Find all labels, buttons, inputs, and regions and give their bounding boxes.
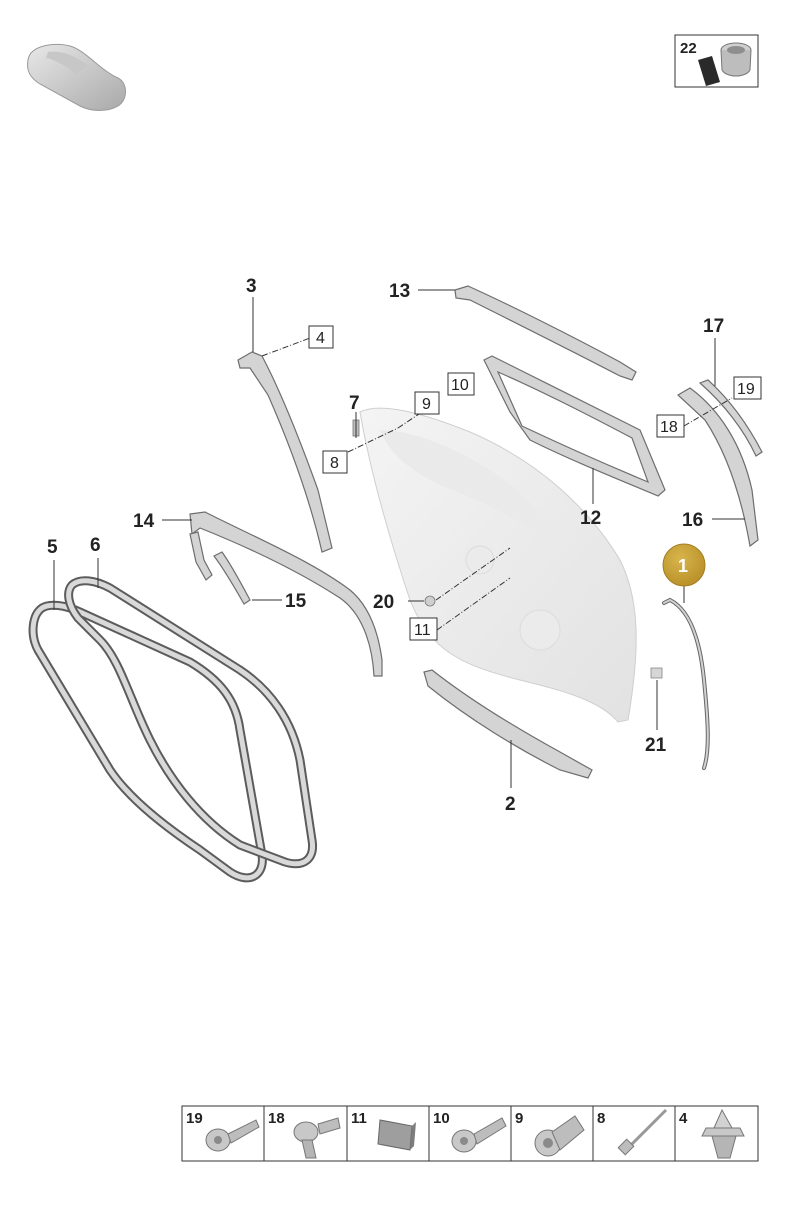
highlight-badge-label: 1 [678, 556, 688, 576]
svg-text:18: 18 [660, 419, 678, 436]
pad-icon [377, 1119, 416, 1151]
callout-7[interactable]: 7 [349, 393, 360, 414]
callout-6[interactable]: 6 [90, 535, 101, 556]
svg-text:9: 9 [422, 396, 431, 413]
legend-cell-4[interactable]: 4 [679, 1108, 745, 1159]
boxed-ref-18[interactable]: 18 [656, 414, 685, 438]
svg-text:18: 18 [268, 1110, 285, 1127]
cap-part-21[interactable] [650, 667, 663, 679]
callout-20[interactable]: 20 [373, 592, 394, 613]
pillar-trim-part-3[interactable] [237, 351, 333, 553]
grommet-icon [698, 42, 752, 86]
boxed-ref-10[interactable]: 10 [447, 372, 475, 396]
sill-trim-part-2[interactable] [423, 669, 593, 779]
callout-labels: 3 13 17 7 12 14 16 5 6 15 20 21 2 [47, 276, 724, 815]
callout-3[interactable]: 3 [246, 276, 257, 297]
screw-icon [293, 1117, 341, 1159]
bolt-icon [205, 1119, 260, 1152]
window-channel-part-13[interactable] [454, 285, 637, 381]
legend-cell-11[interactable]: 11 [351, 1110, 416, 1151]
boxed-ref-19[interactable]: 19 [733, 376, 762, 400]
callout-15[interactable]: 15 [285, 591, 307, 612]
svg-text:8: 8 [330, 455, 339, 472]
legend-cell-9[interactable]: 9 [515, 1110, 585, 1157]
inset-part-22-label: 22 [680, 40, 697, 57]
callout-13[interactable]: 13 [389, 281, 410, 302]
legend-cell-18[interactable]: 18 [268, 1110, 341, 1159]
boxed-ref-8[interactable]: 8 [322, 450, 348, 474]
plug-part-20[interactable] [424, 595, 436, 607]
callout-14[interactable]: 14 [133, 511, 155, 532]
clip-icon [701, 1108, 745, 1159]
svg-text:4: 4 [316, 330, 325, 347]
frame-trim-part-14[interactable] [189, 511, 383, 677]
svg-text:11: 11 [351, 1110, 367, 1127]
boxed-ref-9[interactable]: 9 [414, 391, 440, 415]
flange-bolt-icon [451, 1117, 507, 1153]
door-seal-part-5[interactable] [28, 600, 267, 883]
door-seal-part-6[interactable] [64, 576, 318, 869]
highlight-badge-1[interactable]: 1 [662, 543, 706, 587]
rear-door-panel[interactable] [359, 407, 637, 723]
svg-text:19: 19 [737, 381, 755, 398]
callout-21[interactable]: 21 [645, 735, 667, 756]
svg-text:10: 10 [451, 377, 469, 394]
svg-text:4: 4 [679, 1110, 688, 1127]
seal-strip-part-1[interactable] [662, 597, 710, 770]
window-strip-part-17[interactable] [698, 379, 763, 457]
hardware-legend: 19 18 11 10 [181, 1105, 759, 1162]
svg-text:11: 11 [414, 622, 431, 639]
callout-5[interactable]: 5 [47, 537, 58, 558]
svg-text:19: 19 [186, 1110, 203, 1127]
legend-cell-8[interactable]: 8 [597, 1108, 668, 1156]
rivet-nut-icon [534, 1115, 585, 1157]
pin-icon [617, 1108, 668, 1156]
boxed-ref-11[interactable]: 11 [409, 617, 438, 641]
bracket-part-15[interactable] [213, 551, 251, 605]
vehicle-thumbnail-icon [27, 43, 126, 111]
callout-12[interactable]: 12 [580, 508, 601, 529]
legend-cell-19[interactable]: 19 [186, 1110, 260, 1152]
boxed-references: 4 9 10 8 19 18 11 [308, 325, 762, 641]
leader-lines [53, 289, 745, 788]
svg-text:8: 8 [597, 1110, 605, 1127]
inset-part-22[interactable]: 22 [674, 34, 759, 88]
callout-16[interactable]: 16 [682, 510, 703, 531]
svg-text:9: 9 [515, 1110, 523, 1127]
legend-cell-10[interactable]: 10 [433, 1110, 507, 1153]
callout-2[interactable]: 2 [505, 794, 516, 815]
boxed-ref-4[interactable]: 4 [308, 325, 334, 349]
svg-text:10: 10 [433, 1110, 450, 1127]
callout-17[interactable]: 17 [703, 316, 724, 337]
window-frame-part-12[interactable] [483, 355, 666, 497]
